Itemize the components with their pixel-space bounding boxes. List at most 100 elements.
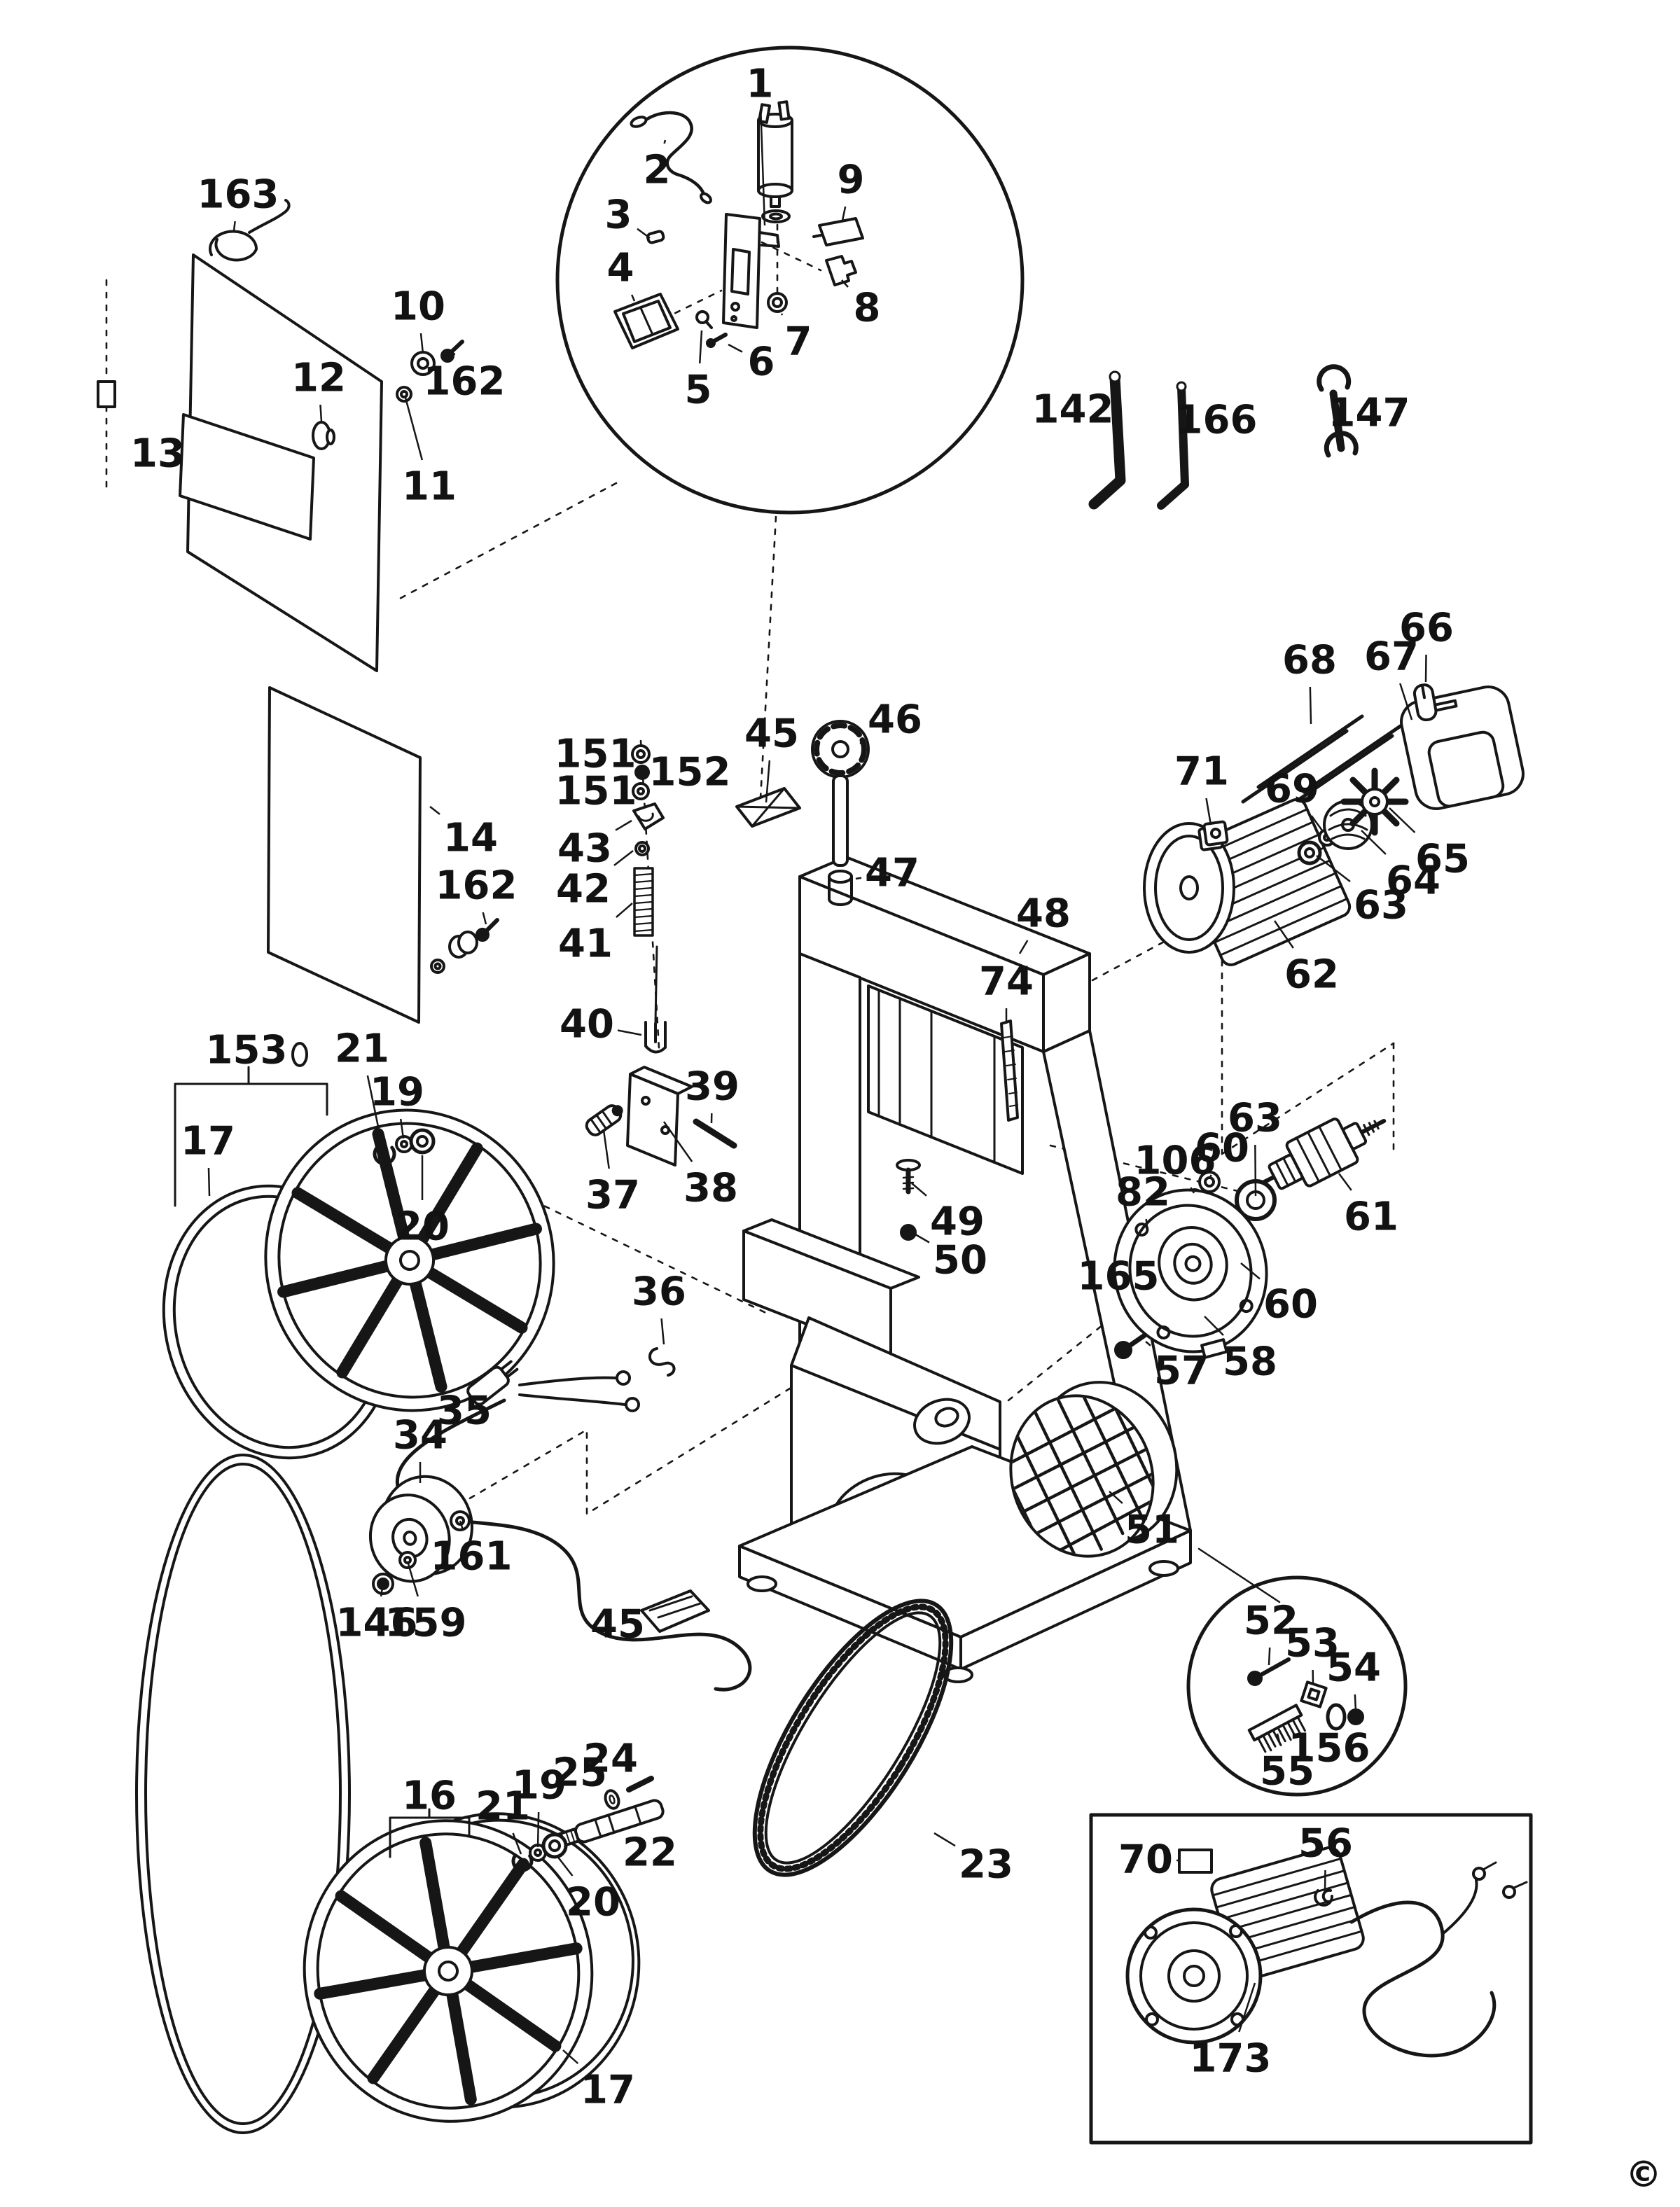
leader-line-19-56 [399,1118,405,1139]
leader-line-41-25 [616,903,633,918]
drive-belt [752,1599,954,1877]
part-label-16-68: 16 [402,1774,457,1819]
motor-assembly [1143,683,1525,966]
leader-line-10-9 [419,333,424,354]
part-label-17-54: 17 [181,1119,235,1164]
leader-line-146-65 [380,1583,384,1597]
motor-pulley-group [368,1475,473,1595]
leader-line-63-39 [1316,855,1351,883]
part-label-82-44: 82 [1116,1170,1170,1216]
leader-line-69-36 [1310,815,1324,831]
part-label-20-74: 20 [566,1880,620,1926]
wrench-147 [1317,364,1359,458]
part-label-159-66: 159 [385,1601,467,1646]
motor-inset-box [1089,1813,1533,2145]
part-label-9-8: 9 [838,158,865,203]
part-label-61-45: 61 [1344,1195,1398,1240]
part-label-20-57: 20 [395,1204,450,1250]
brush-inset [1186,1547,1408,1797]
leader-line-43-23 [615,819,632,831]
part-label-173-84: 173 [1190,2036,1272,2082]
leader-line-68-34 [1309,686,1312,725]
part-label-14-18: 14 [443,816,498,861]
armature-and-bearing-hardware [1113,1118,1387,1359]
leader-line-71-35 [1205,798,1212,826]
part-label-66-32: 66 [1399,606,1454,651]
top-fittings [735,720,1019,1122]
leader-line-82-44 [1145,1218,1148,1227]
part-label-38-59: 38 [683,1166,738,1211]
part-label-19-56: 19 [370,1070,424,1115]
part-label-54-79: 54 [1326,1645,1381,1691]
base-pad [640,1589,710,1633]
leader-line-61-45 [1338,1173,1352,1191]
leader-line-19-70 [536,1811,540,1848]
part-label-7-6: 7 [785,319,812,365]
vent-grille [992,1381,1179,1573]
leader-line-37-58 [602,1129,610,1169]
part-label-60-42: 60 [1195,1126,1249,1171]
part-label-63-39: 63 [1354,883,1408,928]
copyright-symbol: © [1625,2154,1662,2196]
leader-line-55-80 [1276,1733,1282,1746]
part-label-165-46: 165 [1078,1254,1160,1300]
part-label-142-15: 142 [1032,387,1114,433]
leader-line-23-75 [933,1832,956,1847]
leader-line-51-52 [1109,1491,1123,1504]
leader-line-36-61 [660,1318,665,1345]
part-label-36-61: 36 [632,1269,686,1315]
leader-line-163-13 [232,221,236,232]
part-label-70-82: 70 [1118,1837,1173,1883]
leader-line-8-7 [841,279,849,288]
part-label-41-25: 41 [558,921,613,967]
leader-line-60-42 [1209,1174,1212,1178]
part-label-71-35: 71 [1174,749,1229,795]
leader-line-173-84 [1238,1982,1256,2033]
part-label-23-75: 23 [959,1842,1013,1888]
bracket-153 [174,1066,328,1207]
leader-line-3-2 [637,228,651,239]
leader-line-63-41 [1254,1144,1257,1197]
electrical-inset [555,46,1025,515]
leader-line-42-24 [613,850,634,866]
saw-blade [135,1454,351,2134]
part-label-51-52: 51 [1125,1508,1179,1553]
part-label-153-53: 153 [206,1028,288,1073]
part-label-3-2: 3 [605,193,632,238]
part-label-25-71: 25 [553,1750,607,1796]
leader-line-21-69 [512,1832,522,1855]
part-label-162-14: 162 [424,359,506,405]
part-label-11-10: 11 [402,464,457,510]
part-label-42-24: 42 [556,867,611,912]
part-label-24-72: 24 [583,1736,638,1782]
part-label-62-40: 62 [1284,952,1339,998]
leader-line-58-48 [1204,1316,1224,1336]
leader-line-54-79 [1354,1694,1357,1712]
part-label-48-30: 48 [1016,891,1071,937]
part-label-45-67: 45 [590,1602,645,1648]
part-label-21-55: 21 [335,1026,389,1072]
hex-key-142 [1088,370,1126,510]
part-label-69-36: 69 [1265,767,1319,812]
part-label-10-9: 10 [391,284,445,330]
part-label-67-33: 67 [1364,634,1419,680]
leader-line-65-37 [1389,807,1416,833]
leader-line-6-5 [728,343,743,353]
part-label-40-26: 40 [560,1002,614,1047]
upper-axle-parts [373,1128,436,1166]
hex-key-166 [1157,381,1189,510]
part-label-147-17: 147 [1328,391,1410,436]
part-label-8-7: 8 [854,286,881,331]
leader-line-50-51 [911,1231,930,1244]
part-label-39-60: 39 [685,1064,740,1110]
leader-line-38-59 [662,1121,693,1162]
part-label-65-37: 65 [1415,837,1470,882]
part-label-37-58: 37 [585,1173,640,1218]
part-label-63-41: 63 [1228,1096,1282,1141]
leader-line-20-74 [556,1855,574,1877]
part-label-46-28: 46 [868,697,922,743]
part-label-6-5: 6 [748,340,775,385]
leader-line-5-4 [698,330,703,364]
leader-line-45-27 [765,760,771,803]
